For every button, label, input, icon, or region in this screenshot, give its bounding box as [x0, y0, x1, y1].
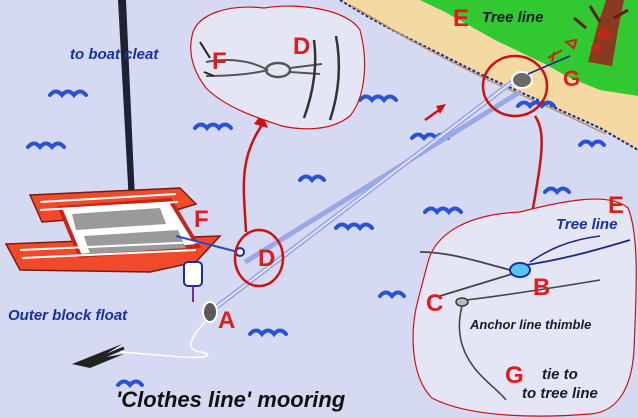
- to-tree-line-label: to tree line: [522, 385, 598, 402]
- waves: [26, 89, 606, 389]
- callout-circles: [233, 54, 549, 288]
- cleat-detail-icon: [199, 35, 341, 121]
- rope-highlight: [209, 75, 521, 313]
- letter-d-inset: D: [293, 33, 311, 60]
- anchor-icon: [72, 344, 125, 368]
- letter-b: B: [533, 274, 551, 301]
- letter-a: A: [218, 307, 236, 334]
- boat-line: [175, 235, 239, 253]
- letter-g-inset: G: [505, 362, 524, 389]
- anchor-detail-icon: [419, 235, 631, 401]
- letter-d-main: D: [258, 245, 276, 272]
- float-icon: [183, 261, 203, 302]
- tie-to-label: tie to: [542, 366, 578, 383]
- shore-block-icon: [511, 71, 533, 89]
- outer-block-icon: [202, 301, 218, 323]
- tree-line-knot: [547, 38, 578, 63]
- anchor-line: [119, 321, 209, 359]
- anchor-line-thimble-label: Anchor line thimble: [470, 317, 592, 332]
- diagram-title: 'Clothes line' mooring: [116, 387, 346, 412]
- tree-line-right-label: Tree line: [556, 216, 618, 233]
- to-boat-cleat-label: to boat cleat: [70, 46, 159, 63]
- inset-cleat-detail: [190, 5, 366, 130]
- direction-arrow-head: [436, 104, 446, 114]
- letter-f-boat: F: [194, 206, 209, 233]
- tree-line-rope: [527, 55, 571, 75]
- shore-edge: [339, 0, 638, 151]
- letter-e-top: E: [453, 5, 470, 32]
- arrow-head-d: [254, 113, 268, 128]
- tree-icon: [573, 0, 629, 66]
- outer-block-float-label: Outer block float: [8, 307, 128, 324]
- letter-e-right: E: [608, 192, 625, 219]
- letter-f-inset: F: [212, 48, 227, 75]
- tree-line-top-label: Tree line: [482, 9, 544, 26]
- letter-c: C: [426, 290, 444, 317]
- mast: [118, 0, 136, 222]
- shore-wet-line: [351, 5, 607, 135]
- letter-g-top: G: [563, 66, 581, 91]
- catamaran-icon: [4, 187, 222, 273]
